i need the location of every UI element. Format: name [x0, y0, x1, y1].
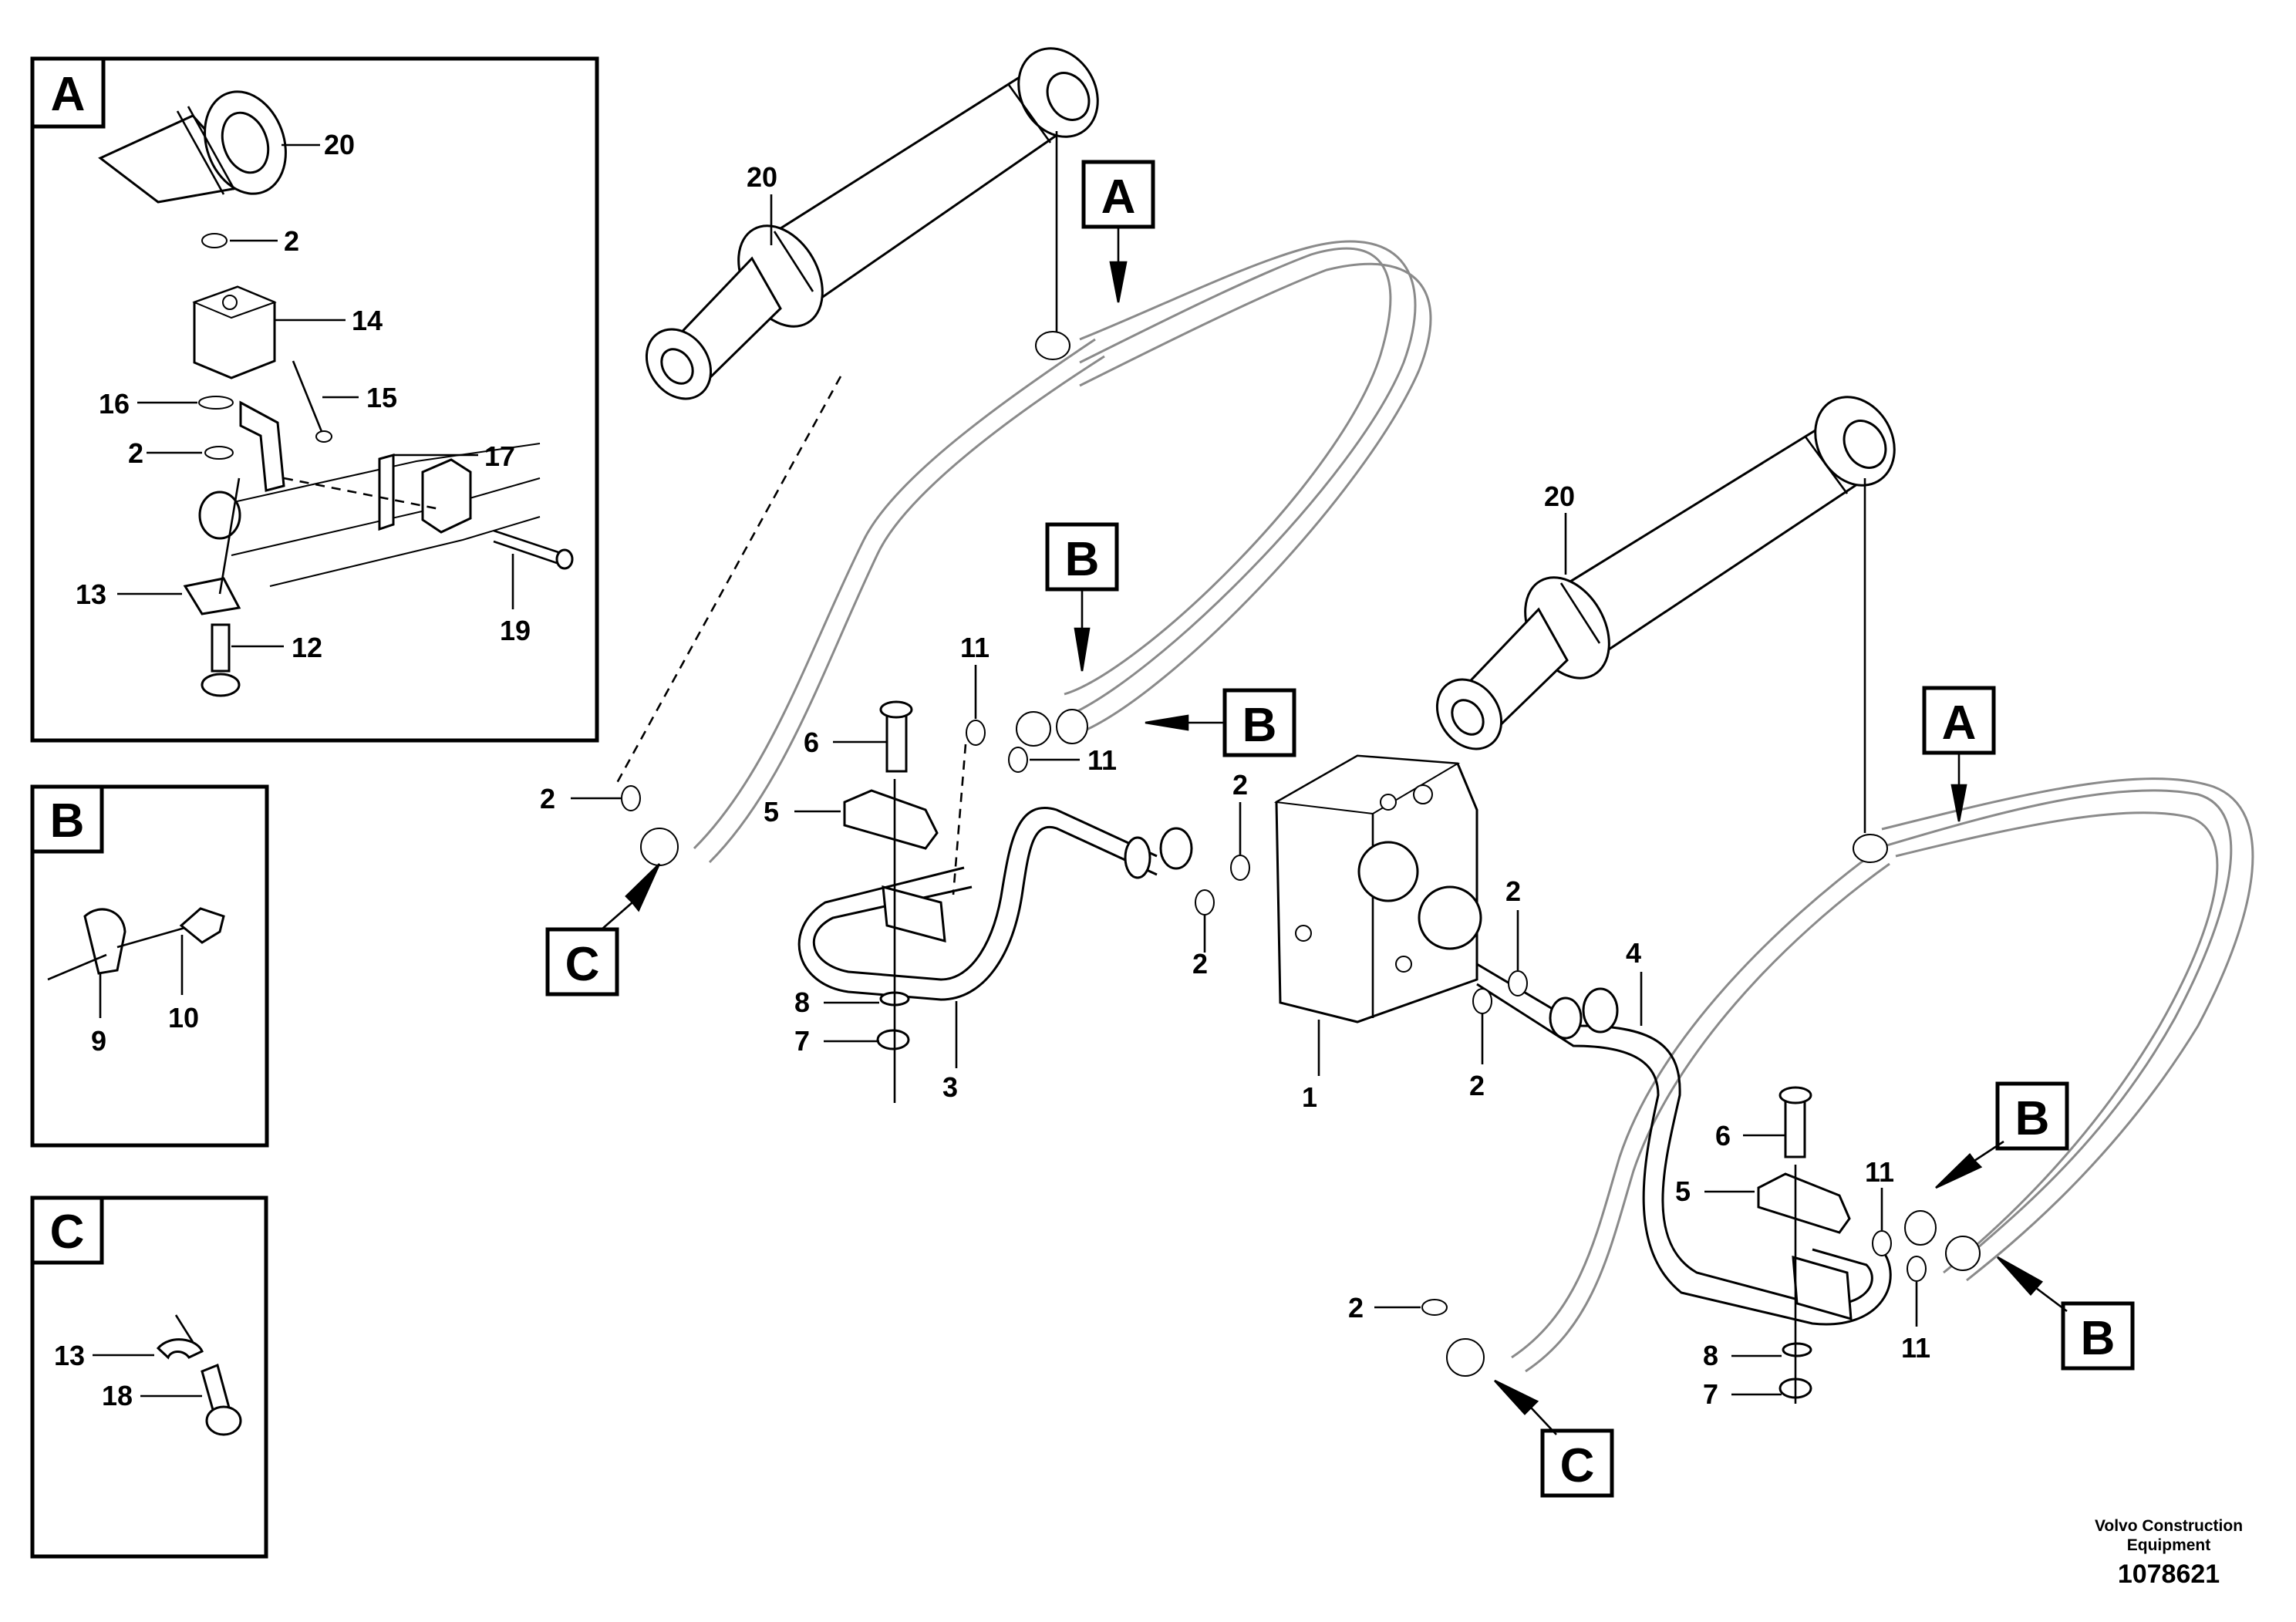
label-7-right: 7 — [1703, 1378, 1718, 1410]
o-ring-drawing — [201, 233, 228, 248]
drawing-number: 1078621 — [2118, 1560, 2220, 1589]
detail-panel-b: B 9 10 — [30, 784, 269, 1148]
right-tube — [1476, 963, 1892, 1326]
label-4: 4 — [1626, 937, 1641, 969]
callout-b-right-upper: B — [1935, 1081, 2069, 1189]
callout-c-right: C — [1494, 1379, 1614, 1498]
label-8-left: 8 — [794, 986, 810, 1018]
panel-b-letter: B — [50, 794, 85, 848]
left-clamp-set — [843, 700, 946, 1050]
svg-text:A: A — [1101, 170, 1136, 224]
label-2-valve-low: 2 — [1192, 948, 1208, 980]
panel-c-letter: C — [50, 1206, 85, 1259]
panel-a-label-2-mid: 2 — [128, 437, 143, 469]
main-assembly-drawing: 20 20 — [540, 47, 2254, 1410]
label-20-left: 20 — [747, 161, 777, 193]
label-2-right-top: 2 — [1505, 875, 1521, 907]
label-2-left-end: 2 — [540, 783, 555, 814]
panel-a-label-2-top: 2 — [284, 225, 299, 257]
label-11-mid-left: 11 — [1087, 744, 1117, 776]
o-rings-main — [621, 720, 1927, 1316]
panel-c-label-13: 13 — [54, 1340, 85, 1371]
panel-a-letter: A — [51, 68, 86, 121]
label-2-right-end: 2 — [1348, 1292, 1364, 1324]
panel-b-tag — [30, 784, 104, 854]
label-6-right: 6 — [1715, 1120, 1731, 1152]
panel-a-label-17: 17 — [484, 440, 515, 472]
right-hoses — [1446, 777, 2254, 1377]
svg-text:B: B — [1065, 533, 1100, 586]
label-11-top-left: 11 — [960, 632, 990, 663]
callout-b-upper: B — [1045, 522, 1119, 672]
label-1: 1 — [1302, 1081, 1317, 1113]
cylinder-end-drawing — [98, 90, 287, 204]
block-drawing — [192, 285, 277, 379]
panel-a-label-19: 19 — [500, 615, 531, 646]
valve-block — [1273, 754, 1482, 1023]
label-8-right: 8 — [1703, 1340, 1718, 1371]
label-11-low-right: 11 — [1901, 1332, 1930, 1364]
callout-a-right: A — [1922, 686, 1996, 822]
svg-text:B: B — [2015, 1092, 2050, 1145]
label-7-left: 7 — [794, 1025, 810, 1057]
panel-a-label-12: 12 — [292, 632, 322, 663]
label-5-left: 5 — [764, 796, 779, 828]
panel-a-label-15: 15 — [366, 382, 397, 413]
left-hoses — [640, 240, 1432, 866]
left-cylinder — [645, 47, 1099, 400]
label-2-right-low: 2 — [1469, 1070, 1485, 1101]
left-tube — [797, 807, 1193, 1001]
company-line-1: Volvo Construction — [2095, 1517, 2243, 1535]
panel-c-label-18: 18 — [102, 1380, 133, 1411]
right-clamp-set — [1757, 1086, 1853, 1399]
svg-text:A: A — [1942, 696, 1977, 750]
label-20-right: 20 — [1544, 481, 1575, 512]
label-2-valve-top: 2 — [1232, 769, 1248, 801]
label-5-right: 5 — [1675, 1175, 1691, 1207]
detail-panel-a: A 20 2 14 15 16 — [30, 56, 599, 743]
panel-a-label-16: 16 — [99, 388, 130, 420]
panel-a-label-20: 20 — [324, 129, 355, 160]
panel-c-tag — [30, 1195, 104, 1265]
company-line-2: Equipment — [2127, 1536, 2211, 1554]
svg-text:B: B — [1242, 699, 1277, 752]
footer: Volvo Construction Equipment 1078621 — [2095, 1517, 2243, 1589]
label-6-left: 6 — [804, 727, 819, 758]
panel-a-label-13: 13 — [76, 578, 106, 610]
right-cylinder — [1435, 396, 1896, 750]
panel-a-label-14: 14 — [352, 305, 383, 336]
label-11-top-right: 11 — [1865, 1156, 1894, 1188]
panel-b-label-10: 10 — [168, 1002, 199, 1034]
panel-a-tag — [30, 56, 106, 129]
svg-text:C: C — [1560, 1439, 1595, 1492]
detail-panel-c: C 13 18 — [30, 1195, 268, 1559]
callout-a-top: A — [1081, 160, 1155, 303]
callout-b-right-lower: B — [1997, 1256, 2135, 1371]
panel-b-label-9: 9 — [91, 1025, 106, 1057]
svg-text:C: C — [565, 938, 600, 991]
label-3: 3 — [942, 1071, 958, 1103]
callout-c-left: C — [545, 863, 661, 996]
svg-text:B: B — [2081, 1312, 2116, 1365]
callout-b-middle: B — [1145, 688, 1296, 757]
